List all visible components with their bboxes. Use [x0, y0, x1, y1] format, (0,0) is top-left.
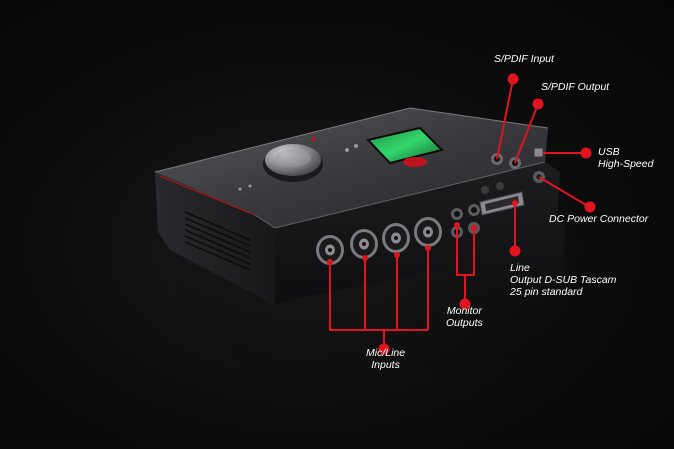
callout-dot-mic-line: [378, 343, 390, 355]
top-button: [345, 148, 349, 152]
label-spdif-output: S/PDIF Output: [541, 81, 610, 93]
device-top-surface: [155, 108, 548, 228]
label-mic-line-inputs: Mic/Line Inputs: [366, 347, 405, 371]
vent-grille: [184, 211, 251, 271]
brand-logo: [403, 157, 427, 167]
label-mic-line1: Mic/Line: [366, 347, 406, 359]
callout-dot-monitor: [459, 298, 471, 310]
label-monitor-outputs: Monitor Outputs: [446, 305, 483, 329]
label-spdif-input: S/PDIF Input: [494, 53, 554, 65]
callout-dot-usb: [580, 147, 592, 159]
xlr-combo-jack: [316, 235, 344, 265]
device-left-side: [155, 172, 275, 305]
label-usb-line2: High-Speed: [598, 158, 654, 170]
trs-jack: [468, 204, 480, 216]
callout-lines: [329, 78, 587, 347]
callout-dot-spdif-output: [532, 98, 544, 110]
label-line-output-line1: Line: [510, 262, 530, 274]
xlr-combo-jack: [350, 229, 378, 259]
audio-interface-device: [154, 107, 560, 305]
label-monitor-line1: Monitor: [446, 305, 482, 317]
label-usb-line1: USB: [598, 146, 620, 158]
callout-dot-spdif-input: [507, 73, 519, 85]
label-line-output-line3: 25 pin standard: [510, 286, 583, 298]
xlr-combo-jack: [414, 217, 442, 247]
callout-dot-line-output: [509, 245, 521, 257]
label-mic-line2: Inputs: [371, 359, 400, 371]
trs-jack: [451, 208, 463, 220]
label-usb: USB High-Speed: [598, 146, 653, 170]
label-line-output: Line Output D-SUB Tascam 25 pin standard: [510, 262, 616, 298]
xlr-combo-jack: [382, 223, 410, 253]
label-dc-power: DC Power Connector: [549, 213, 649, 225]
dsub-connector: [479, 191, 525, 216]
mic-line-input-jacks: [316, 217, 442, 265]
usb-port: [533, 147, 544, 158]
label-monitor-line2: Outputs: [446, 317, 483, 329]
label-line-output-line2: Output D-SUB Tascam: [510, 274, 617, 286]
callout-dots: [327, 73, 596, 355]
callout-dot-dc-power: [584, 201, 596, 213]
